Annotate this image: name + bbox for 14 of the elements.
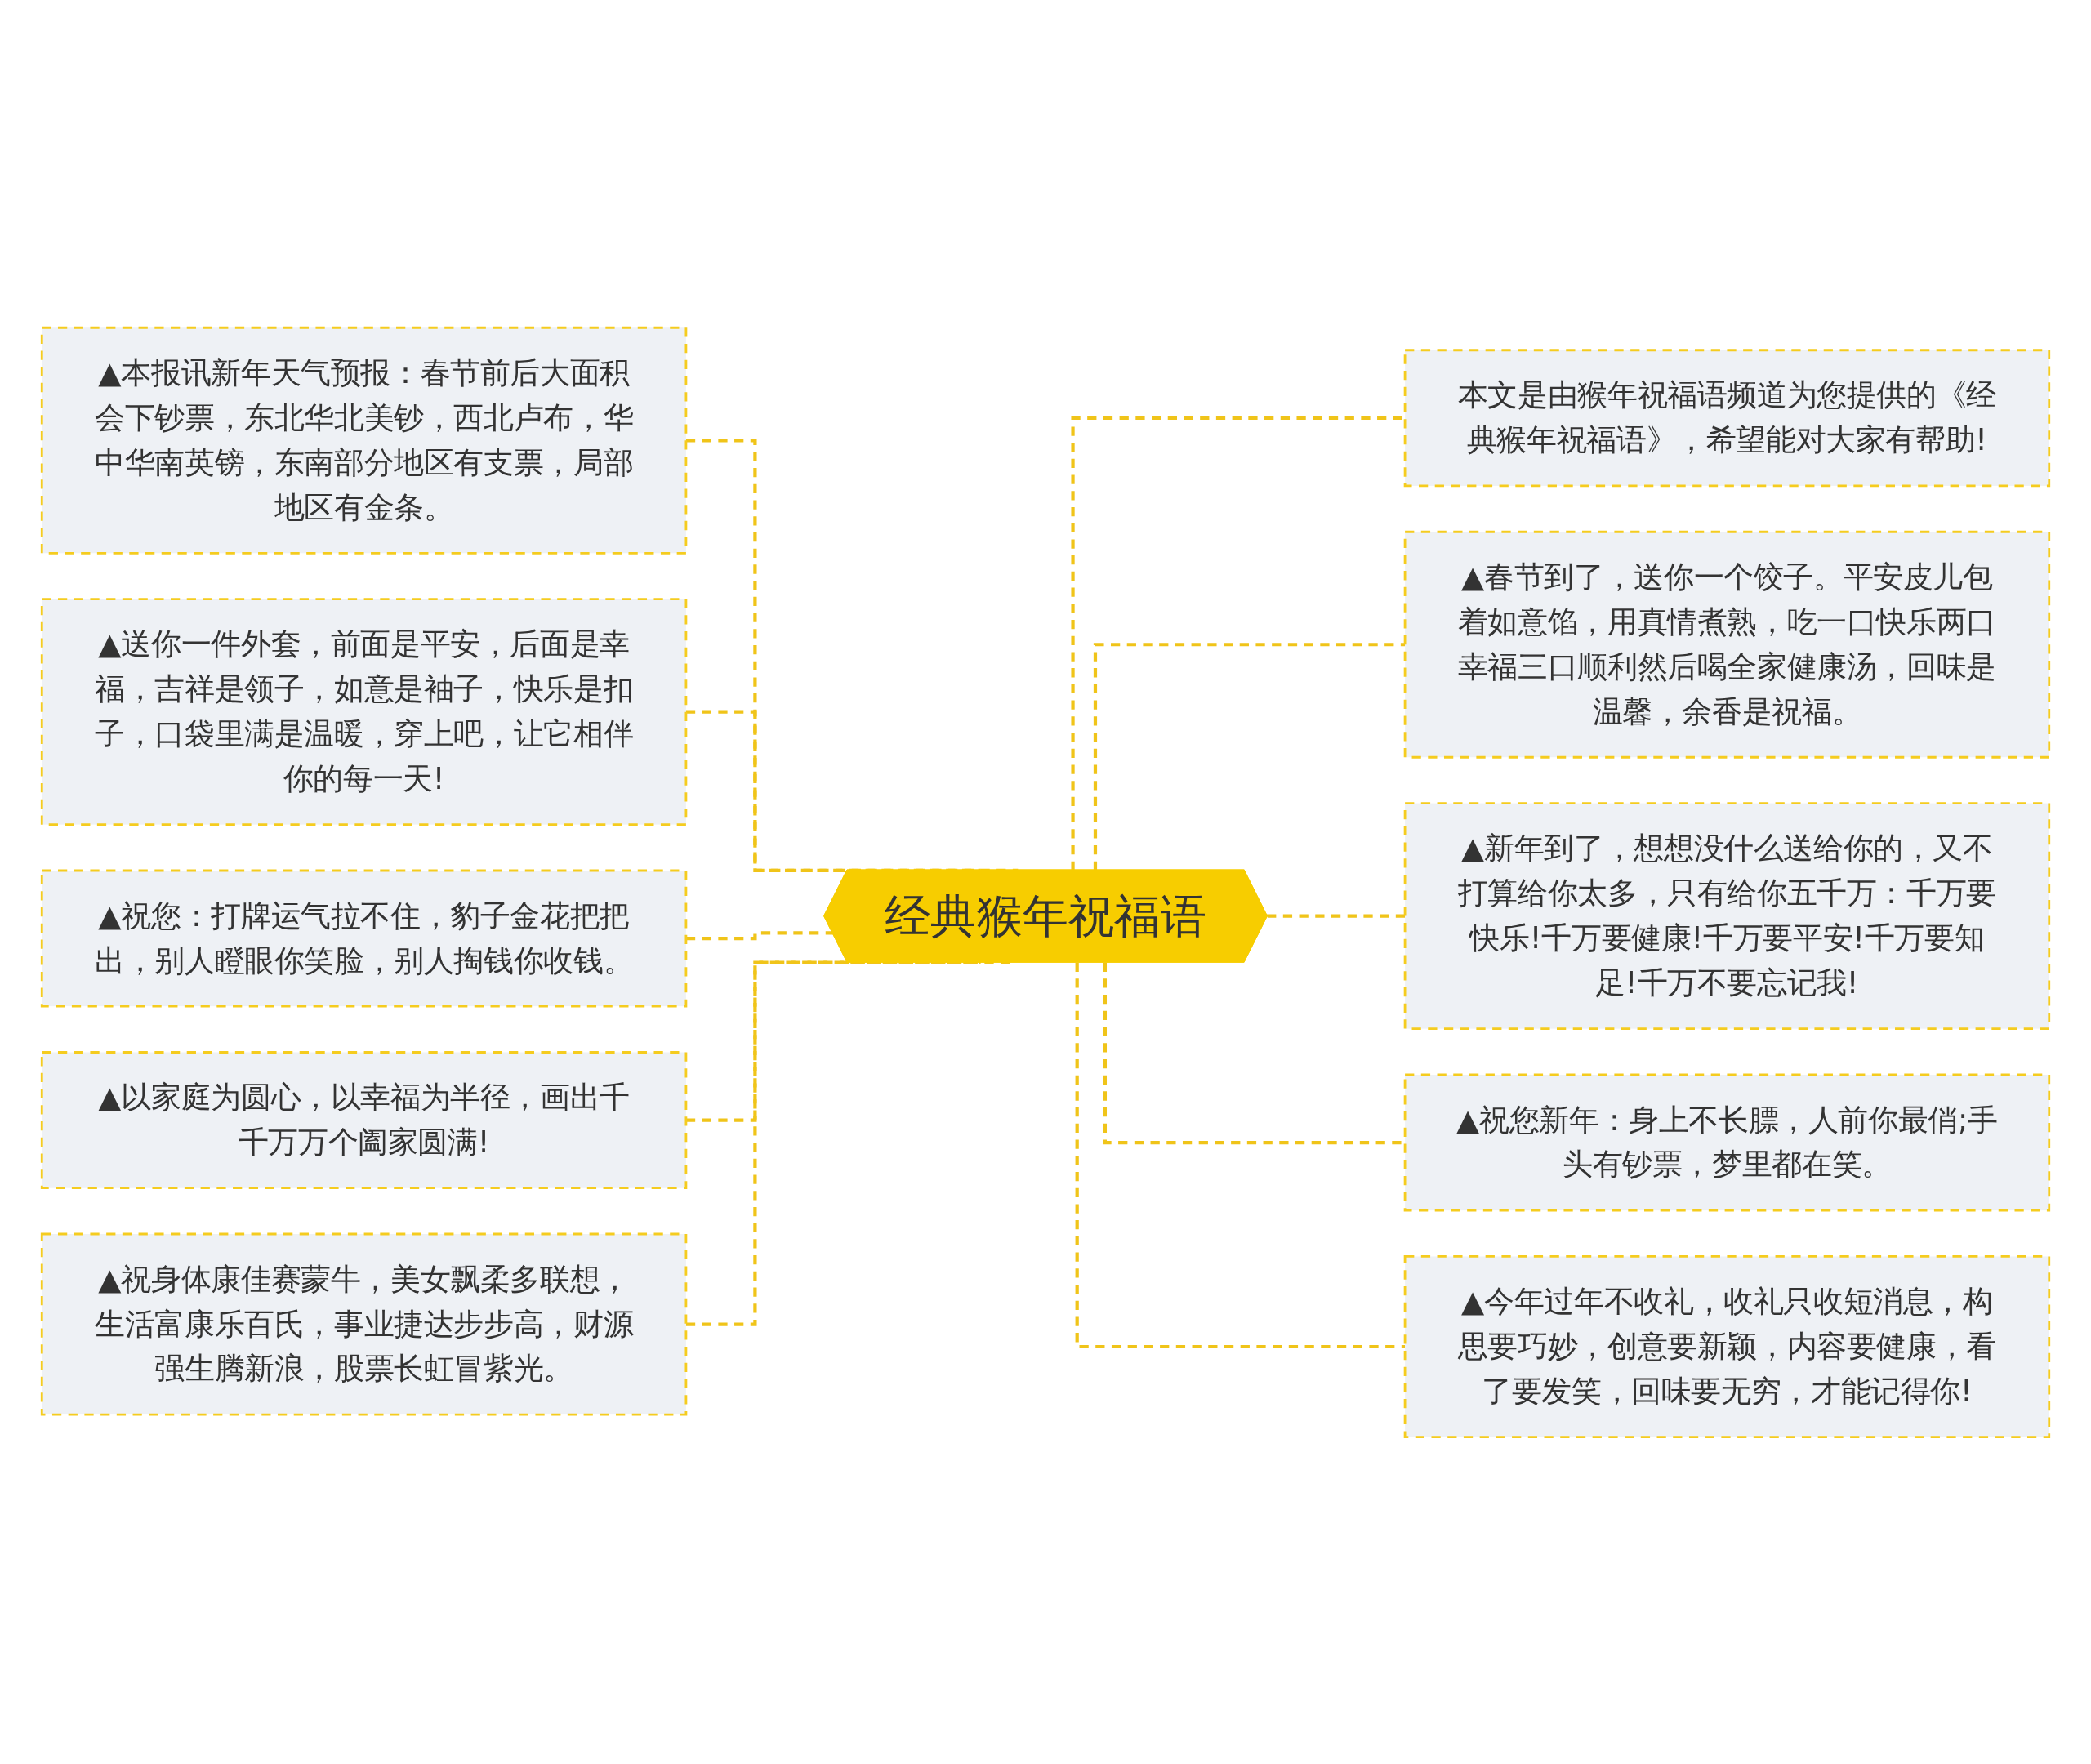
node-box: ▲以家庭为圆心，以幸福为半径，画出千千万万个阖家圆满! — [40, 1050, 688, 1189]
node-box: ▲祝您新年：身上不长膘，人前你最俏;手头有钞票，梦里都在笑。 — [1403, 1073, 2051, 1212]
node-box: ▲新年到了，想想没什么送给你的，又不打算给你太多，只有给你五千万：千万要快乐!千万要健康!千万要平安!千万要知足!千万不要忘记我! — [1403, 801, 2051, 1030]
connector — [1071, 416, 1406, 871]
connector — [1265, 914, 1406, 918]
node-box: 本文是由猴年祝福语频道为您提供的《经典猴年祝福语》，希望能对大家有帮助! — [1403, 348, 2051, 487]
node-box: ▲本报讯新年天气预报：春节前后大面积会下钞票，东北华北美钞，西北卢布，华中华南英镑，东南部分地区有支票，局部地区有金条。 — [40, 326, 688, 555]
node-box: ▲今年过年不收礼，收礼只收短消息，构思要巧妙，创意要新颖，内容要健康，看了要发笑，回味要无穷，才能记得你! — [1403, 1254, 2051, 1438]
node-box: ▲祝您：打牌运气拉不住，豹子金花把把出，别人瞪眼你笑脸，别人掏钱你收钱。 — [40, 869, 688, 1008]
node-box: ▲祝身体康佳赛蒙牛，美女飘柔多联想，生活富康乐百氏，事业捷达步步高，财源强生腾新浪，股票长虹冒紫光。 — [40, 1232, 688, 1416]
node-box: ▲春节到了，送你一个饺子。平安皮儿包着如意馅，用真情煮熟，吃一口快乐两口幸福三口顺利然后喝全家健康汤，回味是温馨，余香是祝福。 — [1403, 530, 2051, 759]
node-box: ▲送你一件外套，前面是平安，后面是幸福，吉祥是领子，如意是袖子，快乐是扣子，口袋里满是温暖，穿上吧，让它相伴你的每一天! — [40, 597, 688, 826]
connector — [1075, 962, 1406, 1348]
connector — [1093, 642, 1406, 871]
